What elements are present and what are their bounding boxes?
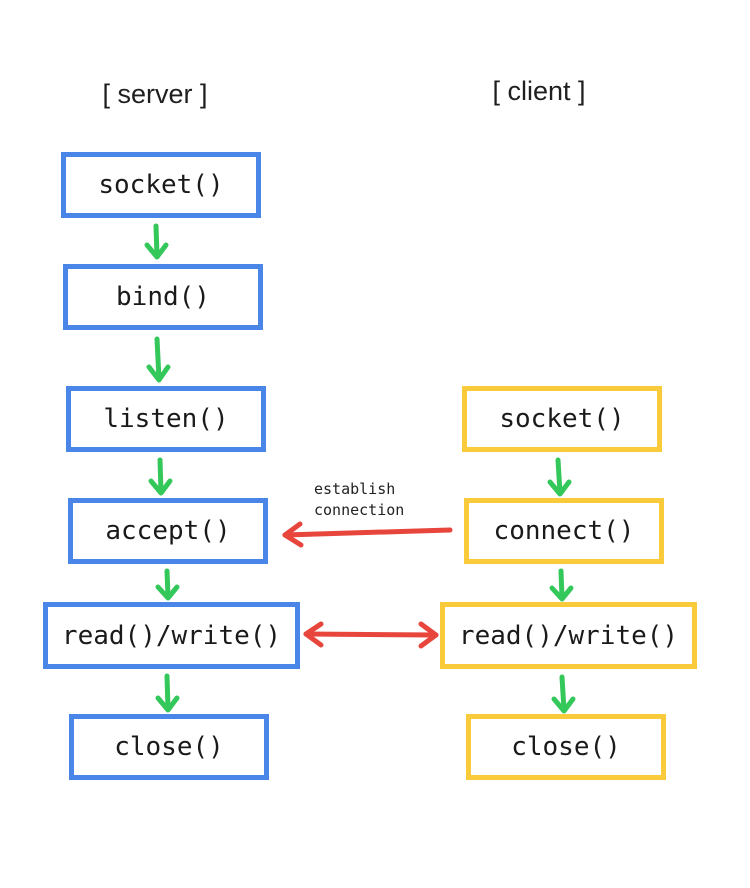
arrow-client-readwrite-to-close	[551, 674, 576, 714]
server-listen-box: listen()	[66, 386, 266, 452]
arrow-data-exchange-bidirectional	[303, 621, 439, 649]
server-close-box: close()	[69, 714, 269, 780]
establish-connection-label-line1: establish	[314, 480, 396, 498]
establish-connection-label: establish connection	[314, 479, 404, 521]
client-header: [ client ]	[492, 76, 586, 106]
server-bind-box: bind()	[63, 264, 263, 330]
arrow-client-socket-to-connect	[547, 457, 572, 497]
server-readwrite-box: read()/write()	[43, 602, 300, 669]
arrow-server-listen-to-accept	[148, 457, 173, 496]
arrow-server-readwrite-to-close	[155, 673, 180, 713]
server-socket-box: socket()	[61, 152, 261, 218]
arrow-server-socket-to-bind	[144, 223, 169, 260]
client-readwrite-box: read()/write()	[440, 602, 697, 669]
arrow-server-bind-to-listen	[146, 336, 171, 383]
client-socket-box: socket()	[462, 386, 662, 452]
client-close-box: close()	[466, 714, 666, 780]
arrow-client-connect-to-readwrite	[549, 568, 574, 602]
arrow-establish-connection	[282, 521, 453, 548]
server-header: [ server ]	[102, 79, 208, 109]
arrow-server-accept-to-readwrite	[155, 568, 180, 601]
client-connect-box: connect()	[464, 498, 664, 564]
establish-connection-label-line2: connection	[314, 501, 405, 519]
server-accept-box: accept()	[68, 498, 268, 564]
